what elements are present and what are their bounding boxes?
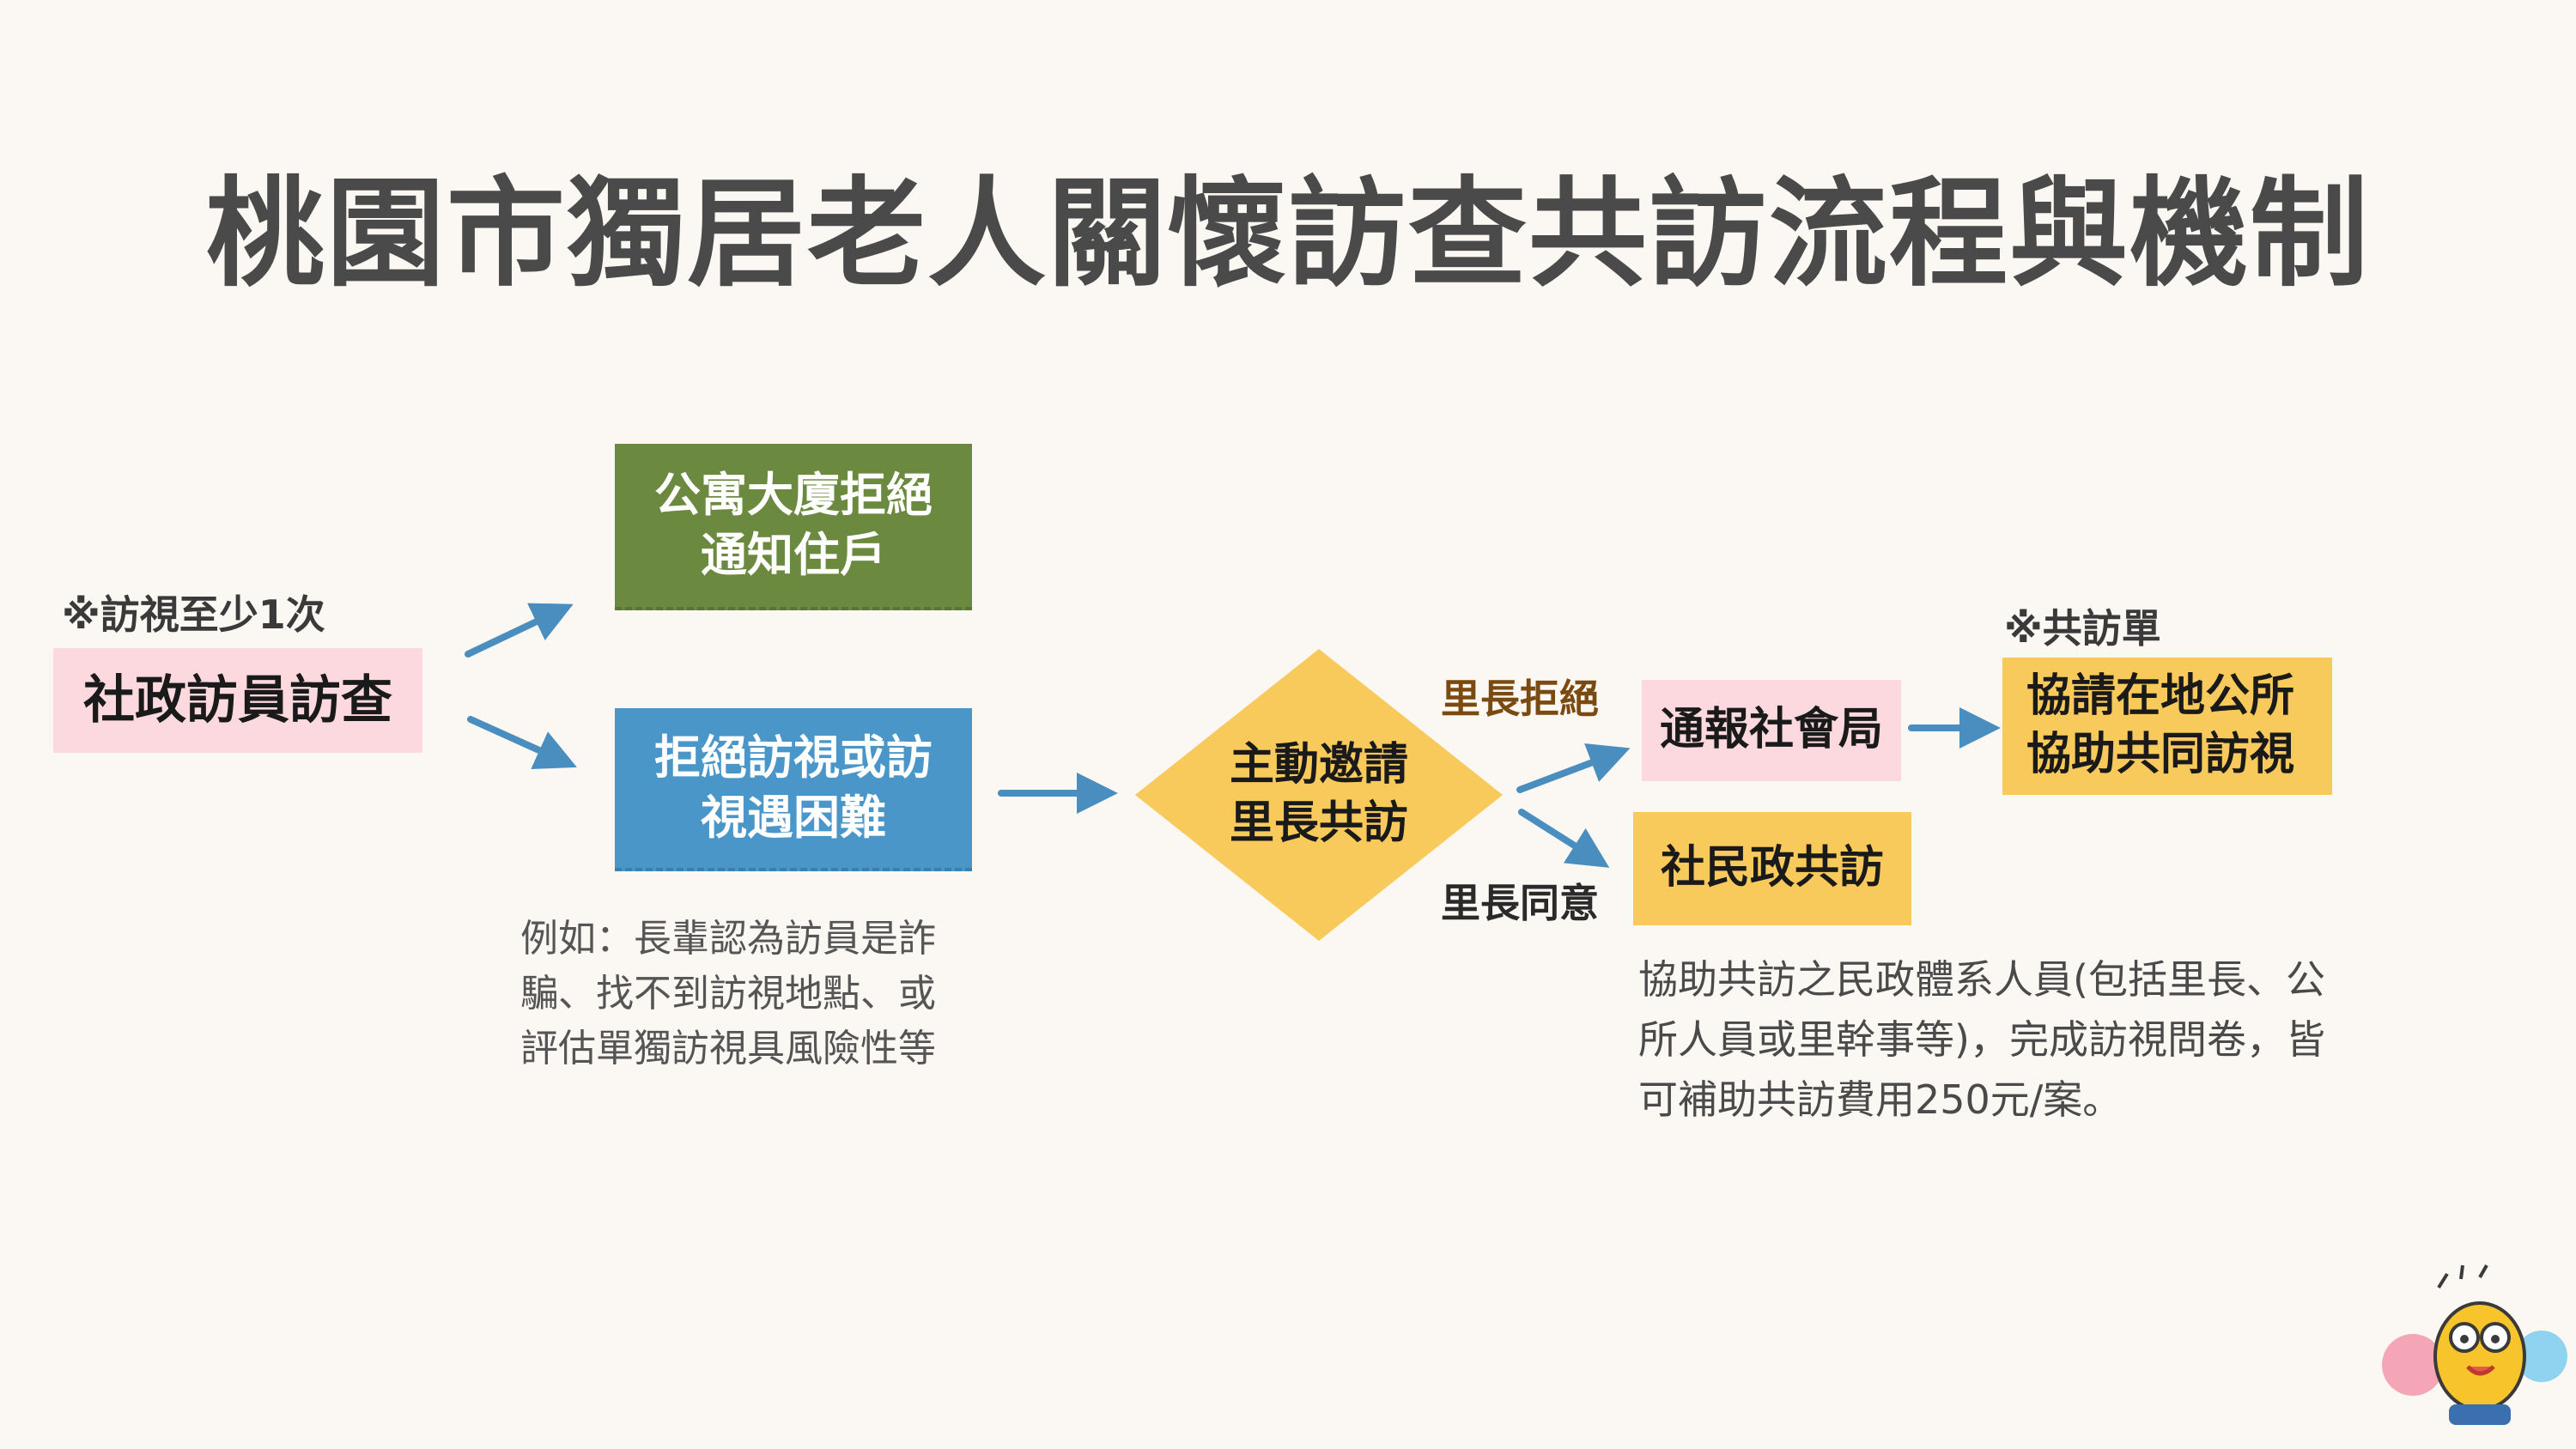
arrow-diamond-to-report — [1516, 743, 1631, 793]
arrow-start-to-blue — [467, 716, 577, 770]
refuse-visit-label: 拒絕訪視或訪 視遇困難 — [654, 730, 933, 845]
report-social-label: 通報社會局 — [1659, 704, 1883, 756]
arrow-start-to-green — [465, 603, 574, 658]
apartment-refuse-label: 公寓大廈拒絕 通知住戶 — [654, 467, 933, 582]
start-node-label: 社政訪員訪查 — [83, 670, 392, 731]
invite-chief-node: 主動邀請 里長共訪 — [1183, 721, 1455, 869]
start-node: 社政訪員訪查 — [53, 648, 422, 753]
arrow-diamond-to-joint — [1518, 809, 1610, 868]
request-office-label: 協請在地公所 協助共同訪視 — [2026, 670, 2295, 780]
apartment-refuse-node: 公寓大廈拒絕 通知住戶 — [615, 444, 972, 610]
joint-visit-node: 社民政共訪 — [1633, 812, 1911, 925]
joint-visit-label: 社民政共訪 — [1660, 842, 1884, 894]
cheerleader-mascot-icon — [2382, 1264, 2567, 1425]
report-social-node: 通報社會局 — [1642, 680, 1901, 781]
coform-note: ※共訪單 — [2004, 605, 2161, 652]
chief-refuse-label: 里長拒絕 — [1441, 676, 1599, 722]
chief-agree-label: 里長同意 — [1441, 880, 1599, 926]
invite-chief-label: 主動邀請 里長共訪 — [1229, 739, 1408, 849]
example-description: 例如：長輩認為訪員是詐 騙、找不到訪視地點、或 評估單獨訪視具風險性等 — [520, 917, 936, 1070]
page-title: 桃園市獨居老人關懷訪查共訪流程與機制 — [205, 165, 2370, 303]
decision-diamond — [1135, 649, 1503, 941]
request-office-node: 協請在地公所 協助共同訪視 — [2002, 658, 2332, 795]
visit-min-note: ※訪視至少1次 — [62, 591, 325, 638]
subsidy-description: 協助共訪之民政體系人員(包括里長、公 所人員或里幹事等)，完成訪視問卷，皆 可補… — [1638, 956, 2325, 1123]
refuse-visit-node: 拒絕訪視或訪 視遇困難 — [615, 708, 972, 871]
